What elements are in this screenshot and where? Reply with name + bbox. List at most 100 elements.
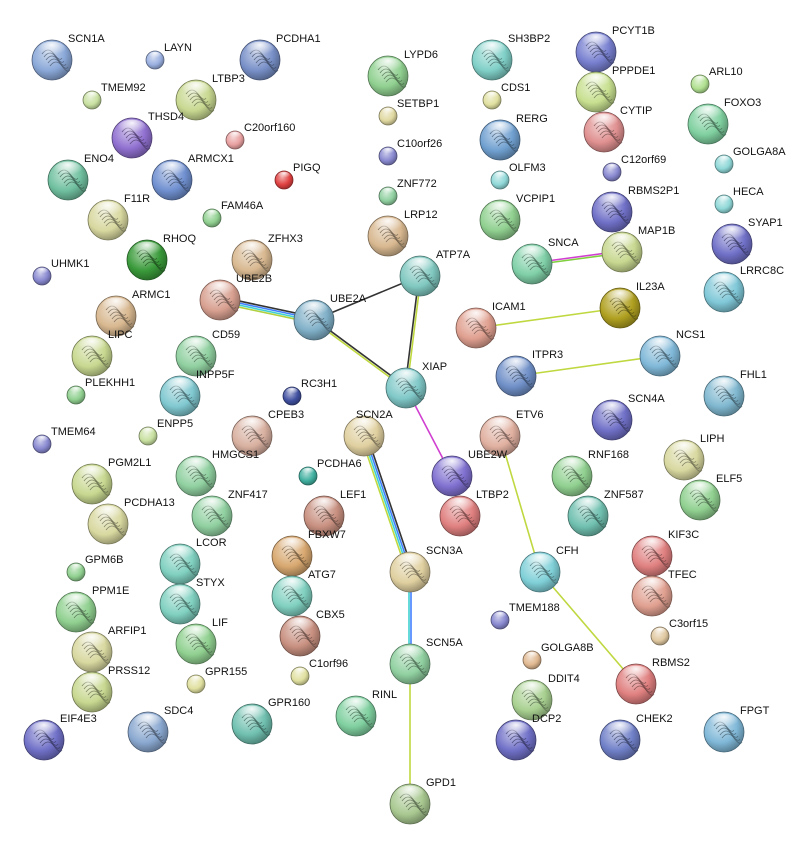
node-MAP1B[interactable]: MAP1B [601, 225, 675, 273]
node-SCN2A[interactable]: SCN2A [343, 409, 393, 457]
node-CPEB3[interactable]: CPEB3 [231, 409, 304, 457]
edge-ICAM1-IL23A[interactable] [475, 307, 621, 329]
node-SCN5A[interactable]: SCN5A [389, 637, 463, 685]
node-LYPD6[interactable]: LYPD6 [367, 49, 438, 97]
node-PLEKHH1[interactable]: PLEKHH1 [66, 377, 135, 405]
node-UBE2B[interactable]: UBE2B [199, 273, 272, 321]
node-OLFM3[interactable]: OLFM3 [490, 162, 546, 190]
edge-ETV6-CFH[interactable] [499, 435, 541, 573]
node-GPR160[interactable]: GPR160 [231, 697, 310, 745]
node-ELF5[interactable]: ELF5 [679, 473, 742, 521]
node-C1orf96[interactable]: C1orf96 [290, 658, 348, 686]
node-PPM1E[interactable]: PPM1E [55, 585, 129, 633]
node-C12orf69[interactable]: C12orf69 [602, 154, 666, 182]
node-LIPC[interactable]: LIPC [71, 329, 133, 377]
node-RBMS2P1[interactable]: RBMS2P1 [591, 185, 679, 233]
node-ETV6[interactable]: ETV6 [479, 409, 544, 457]
node-HMGCS1[interactable]: HMGCS1 [175, 449, 259, 497]
node-THSD4[interactable]: THSD4 [111, 111, 184, 159]
node-NCS1[interactable]: NCS1 [639, 329, 705, 377]
node-GPD1[interactable]: GPD1 [389, 777, 456, 825]
node-UHMK1[interactable]: UHMK1 [32, 258, 90, 286]
node-RHOQ[interactable]: RHOQ [126, 233, 196, 281]
node-PIGQ[interactable]: PIGQ [274, 162, 321, 190]
node-LTBP2[interactable]: LTBP2 [439, 489, 509, 537]
node-ARFIP1[interactable]: ARFIP1 [71, 625, 147, 673]
node-PPPDE1[interactable]: PPPDE1 [575, 65, 655, 113]
node-LRP12[interactable]: LRP12 [367, 209, 438, 257]
node-SCN3A[interactable]: SCN3A [389, 545, 463, 593]
node-GOLGA8B[interactable]: GOLGA8B [522, 642, 594, 670]
node-ICAM1[interactable]: ICAM1 [455, 301, 526, 349]
node-C3orf15[interactable]: C3orf15 [650, 618, 708, 646]
node-CYTIP[interactable]: CYTIP [583, 105, 652, 153]
node-TMEM64[interactable]: TMEM64 [32, 426, 96, 454]
node-CD59[interactable]: CD59 [175, 329, 240, 377]
node-PCYT1B[interactable]: PCYT1B [575, 25, 655, 73]
node-SDC4[interactable]: SDC4 [127, 705, 193, 753]
node-EIF4E3[interactable]: EIF4E3 [23, 713, 97, 761]
node-GPR155[interactable]: GPR155 [186, 666, 247, 694]
node-FHL1[interactable]: FHL1 [703, 369, 767, 417]
node-RNF168[interactable]: RNF168 [551, 449, 629, 497]
edge-SCN2A-SCN3A[interactable] [360, 434, 414, 574]
node-PCDHA13[interactable]: PCDHA13 [87, 497, 175, 545]
node-ZNF587[interactable]: ZNF587 [567, 489, 644, 537]
node-LTBP3[interactable]: LTBP3 [175, 73, 245, 121]
node-LIPH[interactable]: LIPH [663, 433, 725, 481]
node-PCDHA1[interactable]: PCDHA1 [239, 33, 321, 81]
node-TFEC[interactable]: TFEC [631, 569, 697, 617]
node-ARMCX1[interactable]: ARMCX1 [151, 153, 234, 201]
node-STYX[interactable]: STYX [159, 577, 225, 625]
node-C20orf160[interactable]: C20orf160 [225, 122, 295, 150]
node-TMEM92[interactable]: TMEM92 [82, 82, 146, 110]
node-ZNF417[interactable]: ZNF417 [191, 489, 268, 537]
node-RERG[interactable]: RERG [479, 113, 548, 161]
node-ARL10[interactable]: ARL10 [690, 66, 743, 94]
node-UBE2W[interactable]: UBE2W [431, 449, 508, 497]
node-ZFHX3[interactable]: ZFHX3 [231, 233, 303, 281]
node-DCP2[interactable]: DCP2 [495, 713, 561, 761]
node-LRRC8C[interactable]: LRRC8C [703, 265, 784, 313]
node-SYAP1[interactable]: SYAP1 [711, 217, 783, 265]
node-LAYN[interactable]: LAYN [145, 42, 192, 70]
node-CDS1[interactable]: CDS1 [482, 82, 530, 110]
node-CBX5[interactable]: CBX5 [279, 609, 345, 657]
node-LEF1[interactable]: LEF1 [303, 489, 366, 537]
node-KIF3C[interactable]: KIF3C [631, 529, 699, 577]
node-ENPP5[interactable]: ENPP5 [138, 418, 193, 446]
node-IL23A[interactable]: IL23A [599, 281, 665, 329]
node-GOLGA8A[interactable]: GOLGA8A [714, 146, 786, 174]
node-FOXO3[interactable]: FOXO3 [687, 97, 761, 145]
node-PCDHA6[interactable]: PCDHA6 [298, 458, 362, 486]
node-F11R[interactable]: F11R [87, 193, 150, 241]
node-FAM46A[interactable]: FAM46A [202, 200, 264, 228]
node-GPM6B[interactable]: GPM6B [66, 554, 124, 582]
node-UBE2A[interactable]: UBE2A [293, 293, 367, 341]
node-ATP7A[interactable]: ATP7A [399, 249, 471, 297]
edge-CFH-RBMS2[interactable] [539, 571, 637, 685]
node-INPP5F[interactable]: INPP5F [159, 369, 235, 417]
node-RBMS2[interactable]: RBMS2 [615, 657, 690, 705]
node-SH3BP2[interactable]: SH3BP2 [471, 33, 550, 81]
node-PGM2L1[interactable]: PGM2L1 [71, 457, 151, 505]
node-ARMC1[interactable]: ARMC1 [95, 289, 171, 337]
node-FPGT[interactable]: FPGT [703, 705, 770, 753]
node-ITPR3[interactable]: ITPR3 [495, 349, 563, 397]
node-LCOR[interactable]: LCOR [159, 537, 227, 585]
node-SCN1A[interactable]: SCN1A [31, 33, 105, 81]
node-ZNF772[interactable]: ZNF772 [378, 178, 437, 206]
node-FBXW7[interactable]: FBXW7 [271, 529, 346, 577]
node-CFH[interactable]: CFH [519, 545, 579, 593]
node-SCN4A[interactable]: SCN4A [591, 393, 665, 441]
node-ENO4[interactable]: ENO4 [47, 153, 114, 201]
node-SNCA[interactable]: SNCA [511, 237, 579, 285]
node-TMEM188[interactable]: TMEM188 [490, 602, 560, 630]
node-PRSS12[interactable]: PRSS12 [71, 665, 150, 713]
node-CHEK2[interactable]: CHEK2 [599, 713, 673, 761]
node-DDIT4[interactable]: DDIT4 [511, 673, 580, 721]
node-LIF[interactable]: LIF [175, 617, 228, 665]
node-ATG7[interactable]: ATG7 [271, 569, 336, 617]
node-VCPIP1[interactable]: VCPIP1 [479, 193, 555, 241]
node-SETBP1[interactable]: SETBP1 [378, 98, 439, 126]
